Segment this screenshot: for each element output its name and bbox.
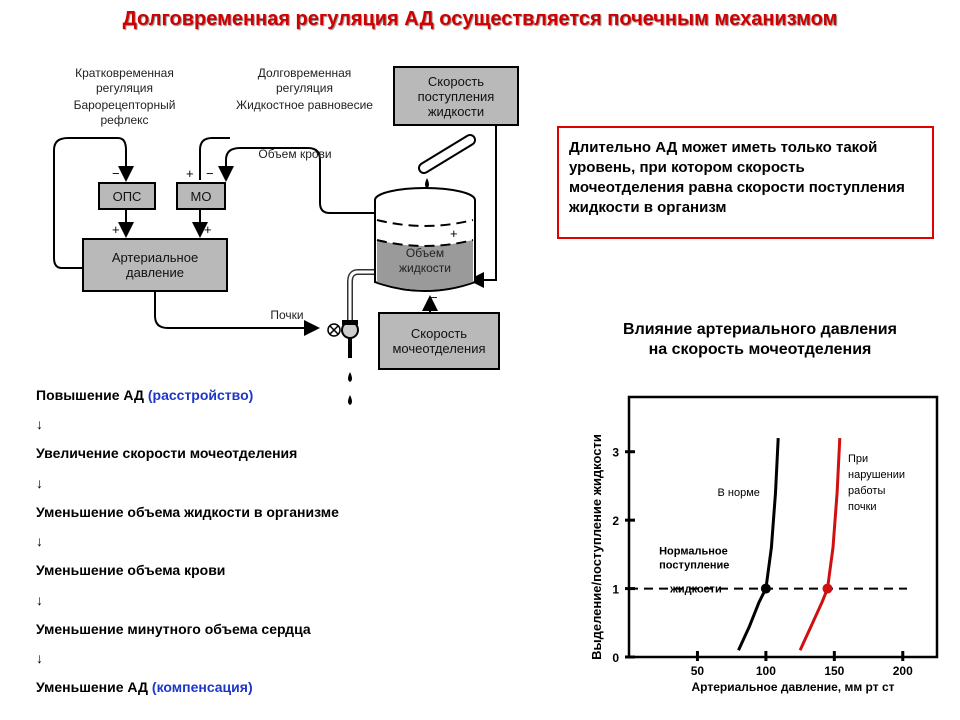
chain-arrow: ↓ <box>36 475 43 491</box>
baroreflex-label: Барорецепторный рефлекс <box>73 98 176 127</box>
chain-step: Повышение АД (расстройство) <box>36 387 254 403</box>
chain-arrow: ↓ <box>36 416 43 432</box>
chain-arrow: ↓ <box>36 650 43 666</box>
x-tick-label: 50 <box>691 664 705 678</box>
chain-arrow: ↓ <box>36 533 43 549</box>
y-tick-label: 3 <box>612 446 619 460</box>
fluid-volume-label: Объем жидкости <box>399 246 451 275</box>
chain-step: Уменьшение объема жидкости в организме <box>36 504 339 520</box>
chain-arrow: ↓ <box>36 592 43 608</box>
mo-box: МО <box>176 182 226 210</box>
sign-plus: + <box>186 166 194 181</box>
chain-step: Уменьшение объема крови <box>36 562 226 578</box>
series-line <box>798 438 842 651</box>
diagram-connectors <box>53 110 497 405</box>
chain-step: Увеличение скорости мочеотделения <box>36 445 298 461</box>
sign-plus: + <box>112 222 120 237</box>
chain-step: Уменьшение АД (компенсация) <box>36 679 253 695</box>
y-tick-label: 2 <box>612 514 619 528</box>
y-axis-label: Выделение/поступление жидкости <box>589 434 604 660</box>
sign-minus: − <box>206 166 214 181</box>
kidneys-label: Почки <box>270 308 304 322</box>
fluid-balance-label: Жидкостное равновесие <box>236 98 373 112</box>
series-label-normal: В норме <box>717 487 759 499</box>
intersection-point <box>760 583 771 594</box>
sign-plus: + <box>204 222 212 237</box>
x-tick-label: 200 <box>893 664 913 678</box>
chain-step: Уменьшение минутного объема сердца <box>36 621 311 637</box>
short-term-label: Кратковременная регуляция <box>75 66 174 95</box>
sign-plus: + <box>450 226 458 241</box>
series-line <box>737 438 780 651</box>
long-term-label: Долговременная регуляция <box>257 66 352 95</box>
sign-minus: − <box>112 166 120 181</box>
x-axis-label: Артериальное давление, мм рт ст <box>692 680 895 694</box>
intersection-point <box>822 583 833 594</box>
blood-volume-label: Объем крови <box>258 147 332 161</box>
x-tick-label: 100 <box>756 664 776 678</box>
y-tick-label: 1 <box>612 583 619 597</box>
x-tick-label: 150 <box>824 664 844 678</box>
arterial-pressure-box: Артериальное давление <box>82 238 228 292</box>
key-statement-callout: Длительно АД может иметь только такой ур… <box>557 126 934 239</box>
sign-minus: − <box>430 290 438 305</box>
urine-rate-box: Скорость мочеотделения <box>378 312 500 370</box>
chart-title: Влияние артериального давления на скорос… <box>623 321 897 358</box>
y-tick-label: 0 <box>612 651 619 665</box>
intake-rate-box: Скорость поступления жидкости <box>393 66 519 126</box>
plot-frame <box>627 395 939 659</box>
page-title: Долговременная регуляция АД осуществляет… <box>122 8 838 30</box>
ops-box: ОПС <box>98 182 156 210</box>
